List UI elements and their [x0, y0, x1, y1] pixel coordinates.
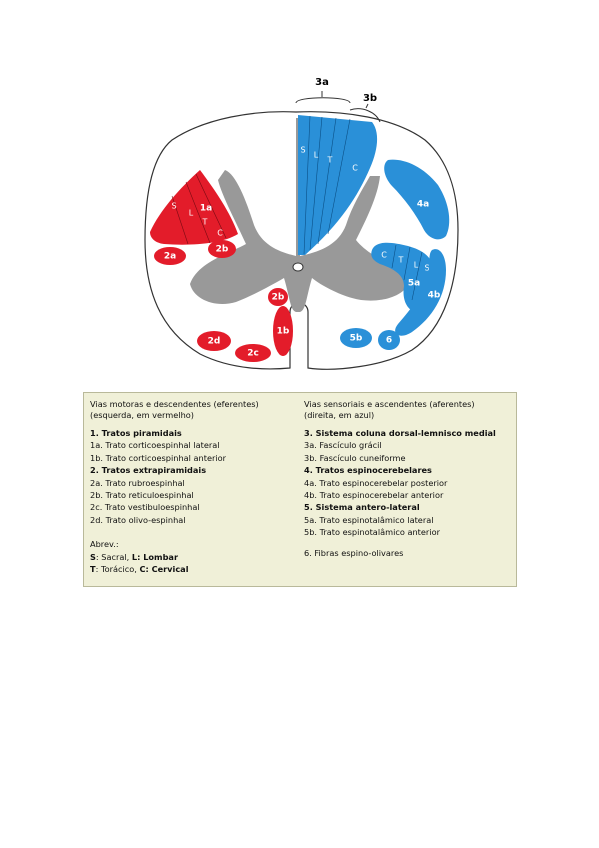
legend-box: Vias motoras e descendentes (eferentes) … [83, 392, 517, 587]
legend-right-heading: Vias sensoriais e ascendentes (aferentes… [304, 399, 514, 421]
abbrev-t: T [90, 564, 96, 575]
legend-right-heading-line1: Vias sensoriais e ascendentes (aferentes… [304, 399, 475, 409]
tract-5b [340, 328, 372, 348]
label-inner-l: L [414, 261, 419, 270]
label-blue-c: C [352, 164, 358, 173]
label-5a: 5a [408, 279, 420, 289]
label-6: 6 [386, 336, 392, 346]
legend-item: 2a. Trato rubroespinhal [90, 477, 185, 488]
legend-item: 3a. Fascículo grácil [304, 440, 382, 451]
tract-3-divider [327, 118, 351, 235]
legend-right-heading-line2: (direita, em azul) [304, 410, 375, 420]
label-4a: 4a [417, 200, 429, 210]
label-red-c: C [217, 229, 223, 238]
legend-item: 2. Tratos extrapiramidais [90, 465, 207, 476]
tract-3-divider [309, 116, 323, 251]
label-blue-s: S [300, 146, 305, 155]
tract-2d [197, 331, 231, 351]
tract-3-divider [317, 117, 337, 245]
label-inner-c: C [381, 251, 387, 260]
tract-5a-divider [391, 244, 397, 269]
bracket-3b [349, 108, 381, 123]
label-3a: 3a [315, 77, 329, 88]
abbrev-t-rest: : Torácico, [95, 564, 140, 575]
abbrev-line-2: T: Torácico, C: Cervical [90, 563, 295, 575]
legend-item: 3b. Fascículo cuneiforme [304, 452, 406, 463]
abbrev-c: C: Cervical [139, 564, 189, 575]
legend-item-extra: 6. Fibras espino-olivares [304, 547, 404, 558]
label-blue-t: T [327, 156, 333, 165]
label-2a: 2a [164, 252, 176, 262]
legend-item: 4a. Trato espinocerebelar posterior [304, 477, 448, 488]
label-inner-s: S [424, 264, 429, 273]
label-red-l: L [189, 209, 194, 218]
label-3b: 3b [363, 93, 377, 104]
legend-item: 2b. Trato reticuloespinhal [90, 490, 194, 501]
legend-item: 5b. Trato espinotalâmico anterior [304, 527, 440, 538]
label-red-s: S [171, 202, 176, 211]
abbrev-s: S [90, 551, 96, 562]
legend-item: 1. Tratos piramidais [90, 428, 182, 438]
legend-item: 4b. Trato espinocerebelar anterior [304, 490, 444, 501]
tract-2c [235, 344, 271, 362]
label-red-t: T [202, 218, 208, 227]
legend-left-heading: Vias motoras e descendentes (eferentes) … [90, 399, 295, 421]
tract-1b [273, 306, 293, 356]
tract-5a-divider [411, 251, 423, 301]
tract-2b-lower [268, 288, 288, 306]
label-inner-t: T [398, 256, 404, 265]
tract-5a [371, 242, 434, 312]
tract-5a-divider [403, 246, 411, 281]
legend-item: 1b. Trato corticoespinhal anterior [90, 452, 227, 463]
label-1a: 1a [200, 204, 212, 214]
abbrev-title: Abrev.: [90, 539, 119, 550]
legend-left-heading-line1: Vias motoras e descendentes (eferentes) [90, 399, 259, 409]
abbrev-line-1: S: Sacral, L: Lombar [90, 551, 295, 563]
tract-2a [154, 247, 186, 265]
label-2d: 2d [208, 337, 221, 347]
label-1b: 1b [277, 327, 290, 337]
legend-item: 1a. Trato corticoespinhal lateral [90, 440, 220, 451]
legend-left-heading-line2: (esquerda, em vermelho) [90, 410, 194, 420]
bracket-3a [295, 97, 351, 104]
legend-left-column: Vias motoras e descendentes (eferentes) … [90, 399, 295, 575]
label-blue-l: L [314, 151, 319, 160]
abbrev-l: L: Lombar [131, 551, 178, 562]
tract-1a-divider [195, 173, 227, 239]
tract-1a-divider [185, 181, 211, 244]
tract-4a [384, 159, 450, 240]
tract-2b-upper [208, 240, 236, 258]
bracket-3b-tick [365, 103, 369, 109]
legend-item: 3. Sistema coluna dorsal-lemnisco medial [304, 428, 496, 438]
legend-item: 4. Tratos espinocerebelares [304, 465, 432, 476]
tract-6 [378, 330, 400, 350]
label-2b-lower: 2b [272, 293, 285, 303]
legend-right-column: Vias sensoriais e ascendentes (aferentes… [304, 399, 514, 559]
tract-1a-divider [171, 195, 189, 245]
tract-3-divider [303, 115, 311, 255]
label-2b-upper: 2b [216, 245, 229, 255]
legend-item: 5a. Trato espinotalâmico lateral [304, 514, 434, 525]
tract-4b [395, 249, 446, 336]
legend-item: 2c. Trato vestibuloespinhal [90, 502, 200, 513]
label-5b: 5b [350, 334, 363, 344]
spinal-cord-diagram: 3a 3b S L 1a T C 2b 2a 2b 1b 2d 2c S L T… [144, 77, 459, 370]
label-2c: 2c [247, 349, 259, 359]
legend-item: 5. Sistema antero-lateral [304, 502, 420, 513]
legend-item: 2d. Trato olivo-espinhal [90, 514, 186, 525]
tract-1a [150, 170, 238, 245]
abbrev-s-rest: : Sacral, [95, 551, 132, 562]
central-canal [292, 262, 304, 272]
label-4b: 4b [428, 291, 441, 301]
